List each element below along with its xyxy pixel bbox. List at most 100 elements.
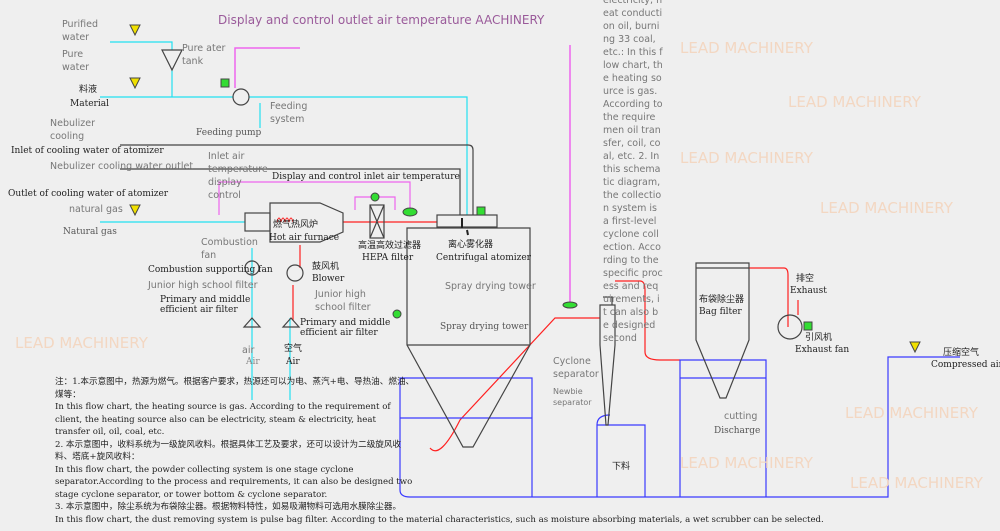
blower-label: Blower [312,274,345,284]
natural-gas-label-2: Natural gas [63,227,117,237]
feeding-system-label: Feeding system [270,101,308,125]
material-cn-label: 料液 [79,85,98,95]
note-line: 注：1.本示意图中，热源为燃气。根据客户要求，热源还可以为电、蒸汽+电、导热油、… [55,377,415,387]
page-title: Display and control outlet air temperatu… [218,13,545,27]
note-line: 煤等： [55,389,81,400]
bag-filter-cn-label: 布袋除尘器 [699,295,745,305]
air-label: air [242,345,255,356]
combustion-fan [244,260,260,276]
note-line: 2. 本示意图中，收料系统为一级旋风收料。根据具体工艺及要求，还可以设计为二级旋… [55,439,402,450]
inlet-air-display-label: Inlet air temperature display control [208,151,268,201]
hot-air-furnace-burner [244,212,271,232]
cooling-out [120,168,461,215]
outlet-control-line [234,45,571,305]
note-line: client, the heating source also can be e… [55,414,376,425]
note-line: transfer oil, oil, coal, etc. [55,427,165,437]
spray-tower-label-2: Spray drying tower [440,322,529,332]
cyclone-label: Cyclone separator [553,356,599,380]
hot-air-furnace [269,202,344,243]
blower [286,264,304,282]
watermark: LEAD MACHINERY [845,404,978,422]
watermark: LEAD MACHINERY [680,149,813,167]
primary-filter-label: Primary and middle efficient air filter [160,295,251,316]
air-label-3: Air [286,357,300,367]
material-line [100,96,468,215]
combustion-air-line [251,248,291,400]
blanking-label: 下料 [612,462,631,472]
compressed-air-label: Compressed air [931,360,1000,370]
furnace-label: Hot air furnace [269,233,340,243]
atomizer-label: Centrifugal atomizer [436,253,531,263]
bag-filter [695,262,750,399]
note-line: In this flow chart, the heating source i… [55,402,391,412]
outlet-cooling-water-label: Outlet of cooling water of atomizer [8,189,169,199]
exhaust-fan-label: Exhaust fan [795,345,850,355]
natural-gas-label: natural gas [69,204,123,215]
purified-water-label: Purified water [62,19,98,43]
instrument-tags [220,78,813,331]
spray-drying-tower [406,227,531,448]
note-line: In this flow chart, the dust removing sy… [55,515,824,525]
display-inlet-label: Display and control inlet air temperatur… [272,172,460,182]
discharge-label: Discharge [714,426,761,436]
bag-to-fan [749,267,789,327]
junior-filter-label-2: Junior high school filter [315,289,371,313]
air-label-2: Air [246,357,260,367]
exhaust-fan [777,314,803,340]
hot-air-line [292,221,437,320]
pure-water-tank-label: Pure ater tank [182,43,226,67]
bag-filter-label: Bag filter [699,307,742,317]
cooling-in [120,144,474,215]
watermark: LEAD MACHINERY [15,334,148,352]
nebulizer-cooling-outlet-label: Nebulizer cooling water outlet [50,161,194,172]
blower-cn-label: 鼓风机 [312,262,340,272]
nebulizer-cooling-label: Nebulizer cooling [50,118,96,142]
inlet-cooling-water-label: Inlet of cooling water of atomizer [11,146,164,156]
watermark: LEAD MACHINERY [680,39,813,57]
cyclone-to-bag [615,280,680,361]
material-label: Material [70,99,109,109]
level-sensors [129,24,921,354]
pure-water-label: Pure water [62,49,90,73]
exhaust-fan-cn-label: 引风机 [805,333,833,343]
cyclone-separator [599,296,616,426]
compressed-air-cn-label: 压缩空气 [943,348,980,358]
note-line: 料、塔底+旋风收料： [55,452,140,462]
furnace-flame [276,217,294,223]
note-line: In this flow chart, the powder collectin… [55,464,354,475]
feeding-pump-label: Feeding pump [196,128,262,138]
air-filter-1 [242,317,262,328]
atomizer-top [436,214,498,228]
exhaust-cn-label: 排空 [796,274,815,284]
combustion-supporting-fan-label: Combustion supporting fan [148,265,273,275]
atomizer-cn-label: 离心雾化器 [448,240,494,250]
watermark: LEAD MACHINERY [680,454,813,472]
note-line: stage cyclone separator, or tower bottom… [55,489,328,500]
combustion-fan-label: Combustion fan [201,237,258,261]
watermark: LEAD MACHINERY [788,93,921,111]
exhaust-label: Exhaust [790,286,827,296]
air-filter-2 [281,317,301,328]
cutting-label: cutting [724,411,758,422]
air-cn-label: 空气 [284,344,303,354]
newbie-separator-label: Newbie separator [553,387,592,407]
hepa-label: HEPA filter [362,253,414,263]
feeding-pump [232,88,250,106]
primary-filter-label-2: Primary and middle efficient air filter [300,318,391,339]
pure-water-line [110,41,173,50]
note-line: separator.According to the process and r… [55,477,413,487]
watermark: LEAD MACHINERY [820,199,953,217]
watermark: LEAD MACHINERY [850,474,983,492]
compressed-air-line [399,356,960,498]
overlay-text-column: electricity, heat conduction oil, burnin… [603,0,663,344]
spray-tower-label: Spray drying tower [445,281,536,292]
furnace-cn-label: 燃气热风炉 [273,220,319,230]
pure-water-tank [161,49,183,72]
hepa-filter [369,204,385,239]
hepa-cn-label: 高温高效过滤器 [358,241,422,251]
tower-to-cyclone [429,317,600,452]
junior-filter-label: Junior high school filter [148,280,258,291]
note-line: 3. 本示意图中，除尘系统为布袋除尘器。根据物料特性，如易吸潮物料可选用水膜除尘… [55,502,402,512]
